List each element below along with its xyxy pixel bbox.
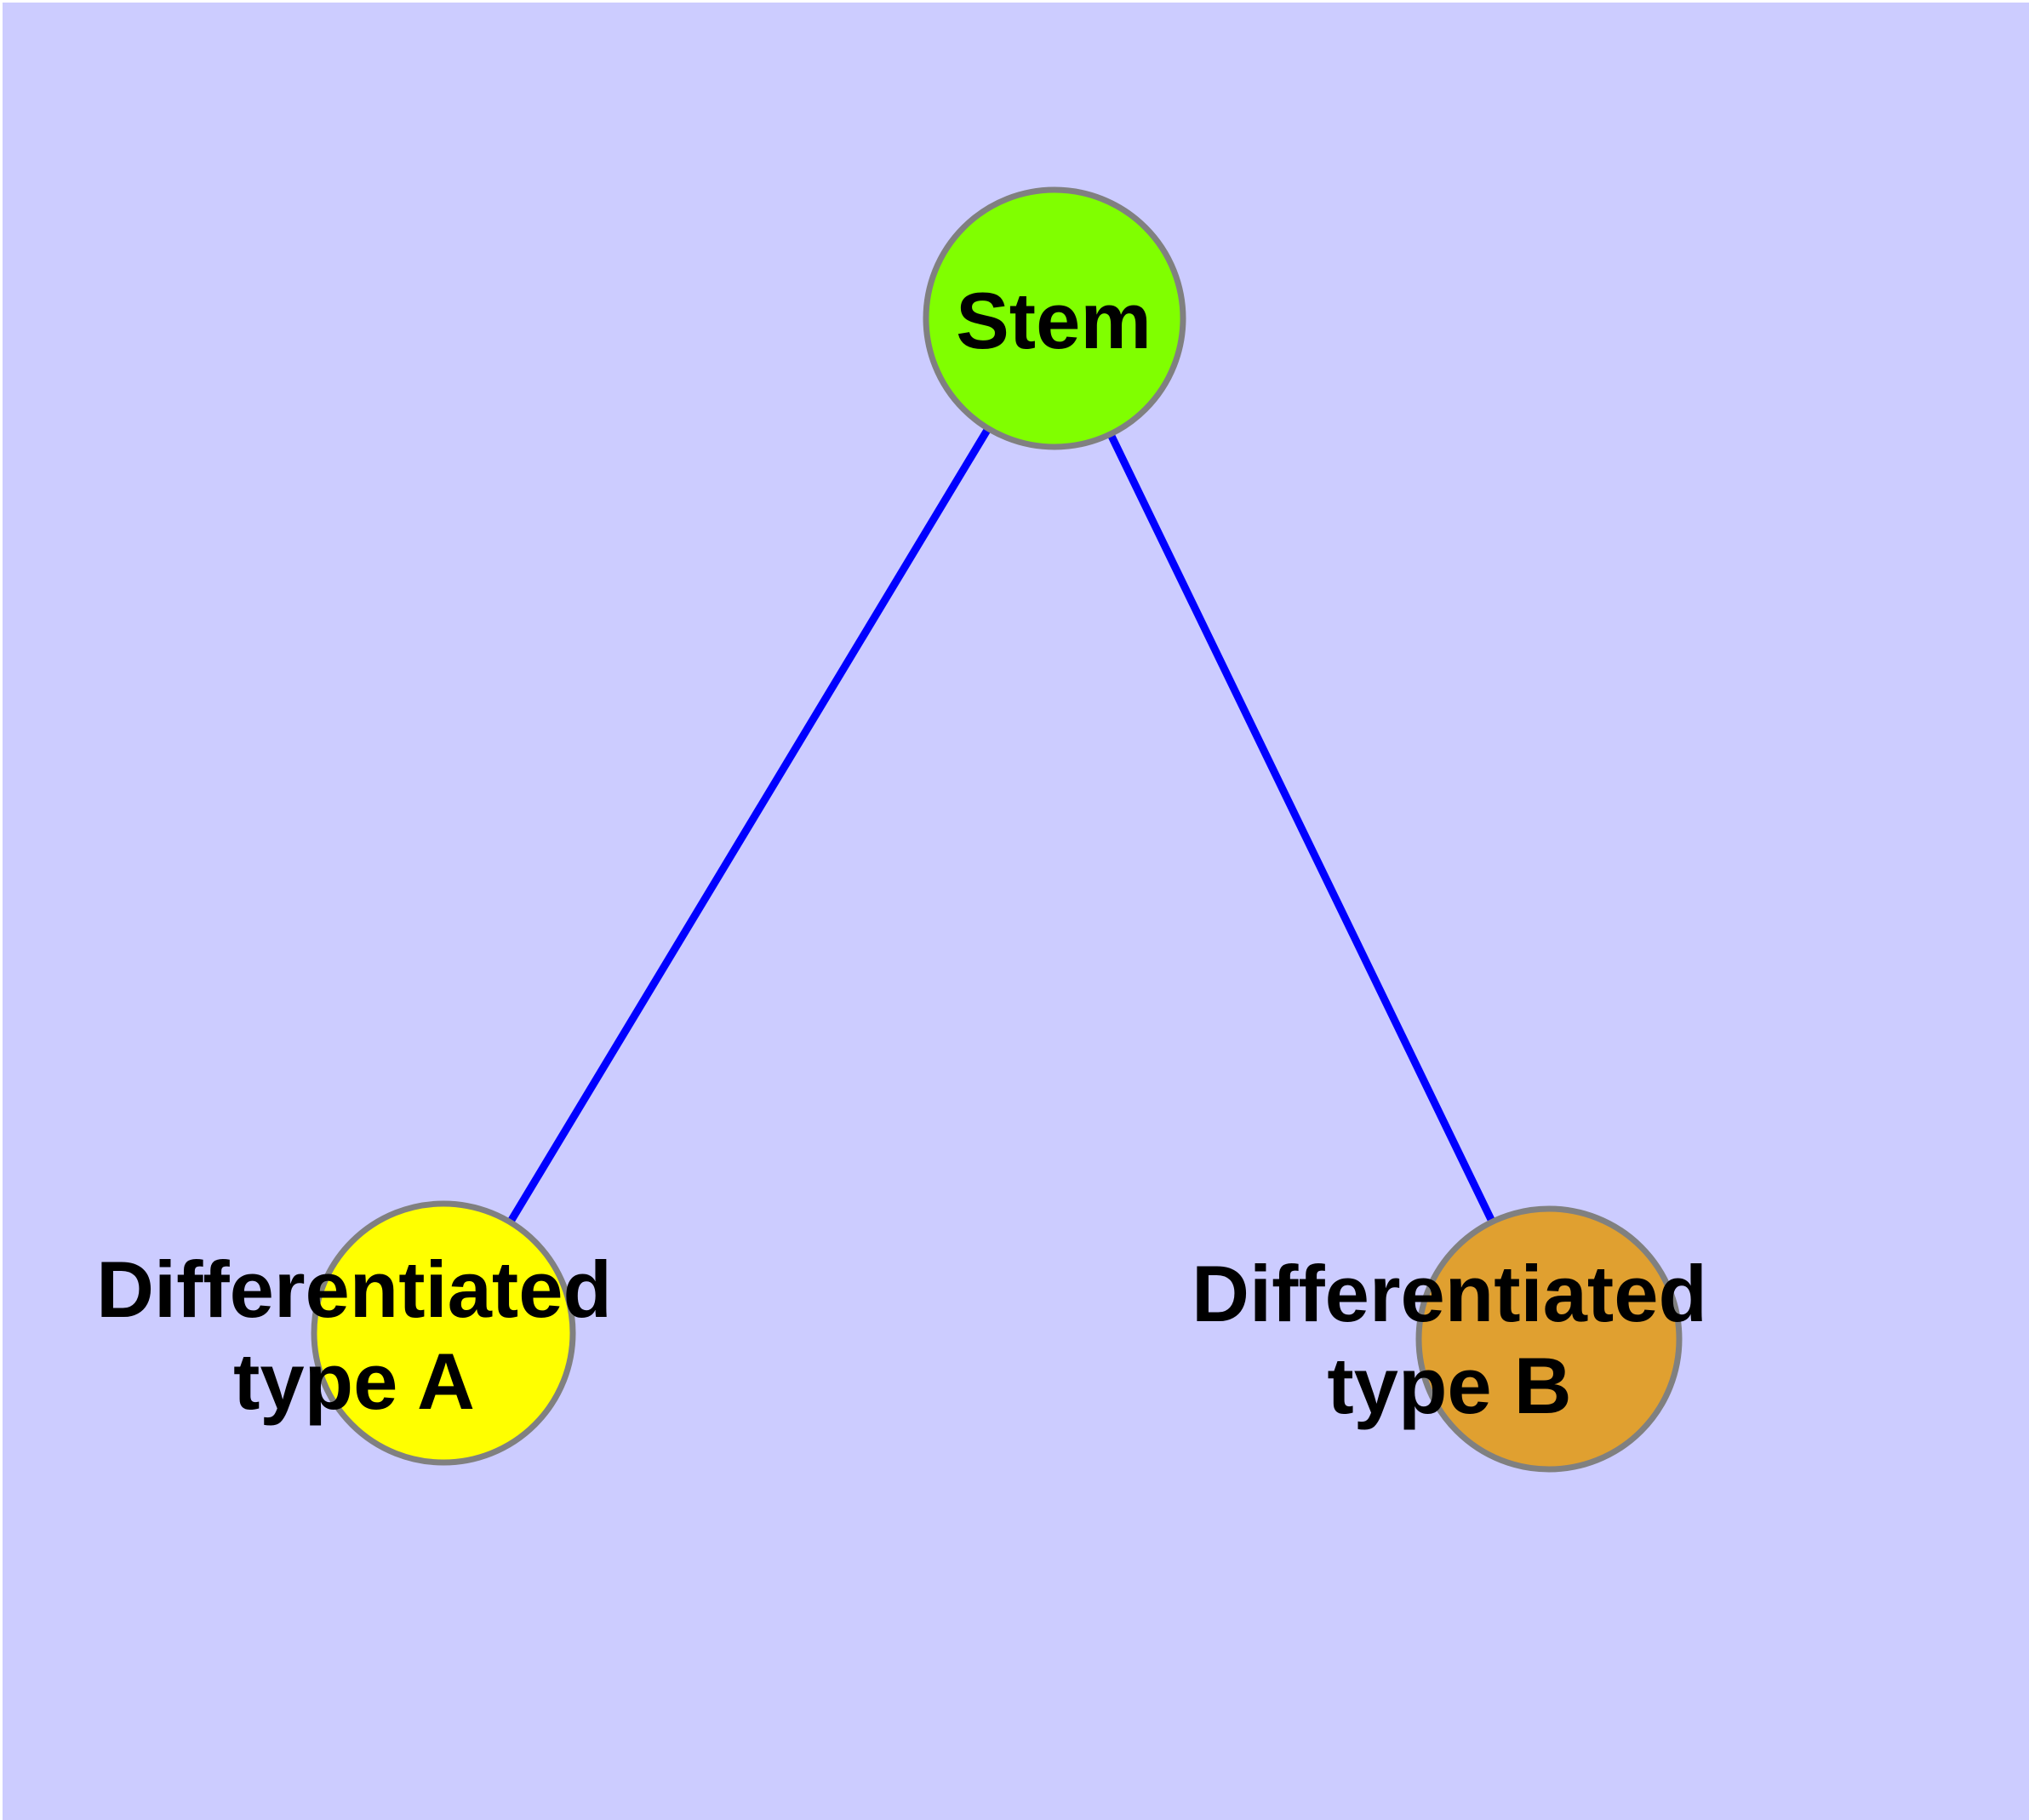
node-label-stem: Stem <box>956 276 1152 365</box>
graph-node-diff-a[interactable] <box>311 1200 576 1466</box>
graph-edge <box>440 316 1058 1336</box>
node-label-line: Differentiated <box>1192 1249 1707 1338</box>
node-label-line: Stem <box>956 276 1152 365</box>
node-label-line: type A <box>233 1336 475 1426</box>
node-layer <box>311 186 1683 1473</box>
graph-node-stem[interactable] <box>923 186 1186 450</box>
node-label-line: type B <box>1327 1341 1571 1430</box>
graph-edge <box>1050 317 1553 1341</box>
edge-layer <box>440 316 1553 1341</box>
node-label-line: Differentiated <box>96 1245 612 1334</box>
graph-node-diff-b[interactable] <box>1415 1205 1683 1473</box>
